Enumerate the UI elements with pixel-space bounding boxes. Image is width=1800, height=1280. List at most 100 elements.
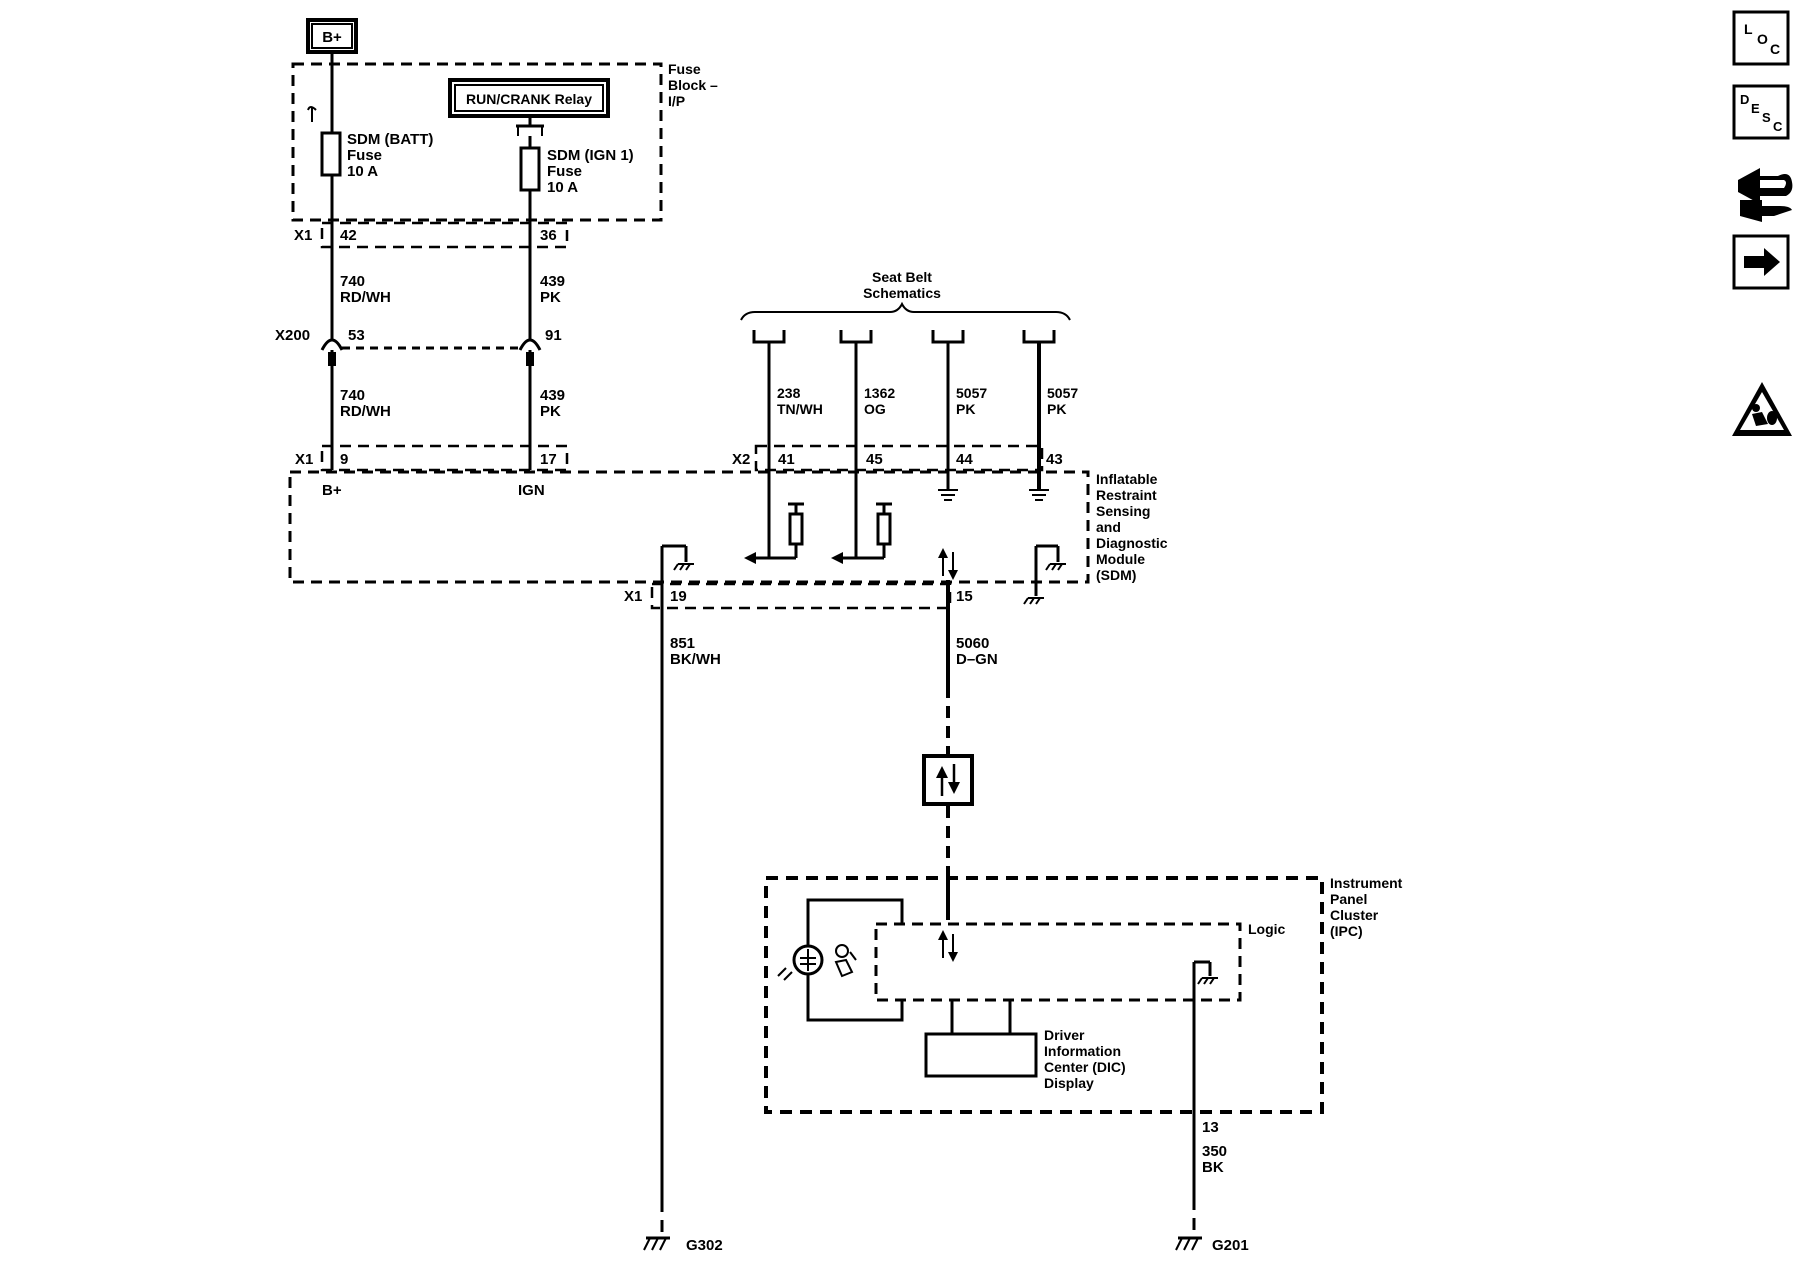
connector-info-icon[interactable] xyxy=(1738,168,1793,222)
seat-belt-input-2 xyxy=(831,502,892,564)
x1-sdm-pin-ign: 17 xyxy=(540,451,557,468)
seat-belt-title-2: Schematics xyxy=(863,285,941,301)
fuse-block: Fuse Block – I/P RUN/CRANK Relay SDM (BA… xyxy=(291,61,718,222)
ground-symbol-44 xyxy=(938,489,958,501)
ign-lower-circuit: 439 xyxy=(540,387,565,404)
ground-symbol-43 xyxy=(1029,489,1049,501)
sdm-ground-circuit: 851 xyxy=(670,635,695,652)
sdm-module: Inflatable Restraint Sensing and Diagnos… xyxy=(288,470,1168,605)
sdm-title-7: (SDM) xyxy=(1096,567,1136,583)
ground-g302: G302 xyxy=(643,1236,723,1254)
fuse-ign-label-1: SDM (IGN 1) xyxy=(547,147,634,164)
connector-x200: X200 53 91 xyxy=(275,327,562,366)
sdm-internal-ground-1 xyxy=(662,544,694,571)
x2-sdm-pin-1: 41 xyxy=(778,451,795,468)
dic-label-3: Center (DIC) xyxy=(1044,1059,1126,1075)
dic-label-2: Information xyxy=(1044,1043,1121,1059)
batt-lower-circuit: 740 xyxy=(340,387,365,404)
x1-top-name: X1 xyxy=(294,227,312,244)
serial-data-circuit: 5060 xyxy=(956,635,989,652)
x1-bottom-name: X1 xyxy=(624,588,642,605)
x1-sdm-name: X1 xyxy=(295,451,313,468)
batt-lower-color: RD/WH xyxy=(340,403,391,420)
fuse-batt-label-2: Fuse xyxy=(347,147,382,164)
loc-letter-l: L xyxy=(1744,21,1753,37)
ipc-title-1: Instrument xyxy=(1330,875,1403,891)
airbag-indicator-lamp xyxy=(777,898,904,1022)
x1-top-pin-batt: 42 xyxy=(340,227,357,244)
connector-x1-bottom: X1 19 15 xyxy=(624,582,973,610)
x1-top-pin-ign: 36 xyxy=(540,227,557,244)
seat-belt-wire-3-color: PK xyxy=(956,401,975,417)
sdm-data-arrows xyxy=(938,548,958,580)
dic-label-1: Driver xyxy=(1044,1027,1085,1043)
sdm-title-3: Sensing xyxy=(1096,503,1150,519)
fuse-block-title-2: Block – xyxy=(668,77,718,93)
next-arrow-icon xyxy=(1744,248,1780,276)
ipc-title-2: Panel xyxy=(1330,891,1367,907)
run-crank-relay: RUN/CRANK Relay xyxy=(448,78,610,118)
ipc-ground-circuit: 350 xyxy=(1202,1143,1227,1160)
x200-name: X200 xyxy=(275,327,310,344)
dic-display: Driver Information Center (DIC) Display xyxy=(924,1000,1126,1091)
sdm-pin-label-batt: B+ xyxy=(322,482,342,499)
x200-pin-ign: 91 xyxy=(545,327,562,344)
seat-belt-schematics: Seat Belt Schematics xyxy=(740,269,1071,344)
fuse-batt-label-1: SDM (BATT) xyxy=(347,131,433,148)
connector-x1-top: X1 42 36 xyxy=(294,221,569,249)
fuse-ign-label-3: 10 A xyxy=(547,179,578,196)
ipc-title-3: Cluster xyxy=(1330,907,1379,923)
battery-source: B+ xyxy=(306,18,358,54)
airbag-warning-icon xyxy=(1732,382,1792,436)
ipc-internal-ground xyxy=(1194,960,1218,985)
ign-upper-circuit: 439 xyxy=(540,273,565,290)
sdm-title-5: Diagnostic xyxy=(1096,535,1168,551)
x1-bottom-pin-data: 15 xyxy=(956,588,973,605)
ipc-ground-pin: 13 xyxy=(1202,1119,1219,1136)
ipc-logic: Logic xyxy=(874,921,1286,1002)
ipc-title-4: (IPC) xyxy=(1330,923,1363,939)
serial-data-color: D–GN xyxy=(956,651,998,668)
desc-letter-d: D xyxy=(1740,92,1749,107)
connector-x2-sdm: X2 41 45 44 43 xyxy=(732,444,1063,472)
batt-upper-color: RD/WH xyxy=(340,289,391,306)
x2-sdm-pin-2: 45 xyxy=(866,451,883,468)
x2-sdm-name: X2 xyxy=(732,451,750,468)
seat-belt-wire-3-circuit: 5057 xyxy=(956,385,987,401)
desc-letter-e: E xyxy=(1751,101,1760,116)
relay-label: RUN/CRANK Relay xyxy=(466,91,592,107)
ground-g201: G201 xyxy=(1175,1236,1249,1254)
loc-button[interactable]: L O C xyxy=(1732,10,1790,66)
sdm-internal-ground-2 xyxy=(1023,544,1066,605)
seat-belt-wire-4-circuit: 5057 xyxy=(1047,385,1078,401)
sdm-ground-color: BK/WH xyxy=(670,651,721,668)
seat-belt-wire-1-color: TN/WH xyxy=(777,401,823,417)
x2-sdm-pin-4: 43 xyxy=(1046,451,1063,468)
seat-belt-wire-2-circuit: 1362 xyxy=(864,385,895,401)
desc-letter-c: C xyxy=(1773,119,1783,134)
connector-x1-sdm: X1 9 17 xyxy=(295,444,569,472)
x1-bottom-pin-ground: 19 xyxy=(670,588,687,605)
sdm-title-6: Module xyxy=(1096,551,1145,567)
next-arrow-button[interactable] xyxy=(1732,234,1790,290)
fuse-ign-label-2: Fuse xyxy=(547,163,582,180)
loc-letter-c: C xyxy=(1770,41,1780,57)
fuse-block-title-3: I/P xyxy=(668,93,685,109)
fuse-batt-label-3: 10 A xyxy=(347,163,378,180)
serial-data-symbol xyxy=(922,754,974,806)
desc-button[interactable]: D E S C xyxy=(1732,84,1790,140)
sdm-title-1: Inflatable xyxy=(1096,471,1158,487)
x2-sdm-pin-3: 44 xyxy=(956,451,973,468)
loc-letter-o: O xyxy=(1757,31,1768,47)
batt-upper-circuit: 740 xyxy=(340,273,365,290)
g201-label: G201 xyxy=(1212,1237,1249,1254)
seat-belt-input-1 xyxy=(744,502,804,564)
ipc-ground-color: BK xyxy=(1202,1159,1224,1176)
g302-label: G302 xyxy=(686,1237,723,1254)
seat-belt-wire-2-color: OG xyxy=(864,401,886,417)
ipc-module: Instrument Panel Cluster (IPC) Logic xyxy=(764,875,1403,1114)
sdm-pin-label-ign: IGN xyxy=(518,482,545,499)
sdm-title-2: Restraint xyxy=(1096,487,1157,503)
desc-letter-s: S xyxy=(1762,110,1771,125)
